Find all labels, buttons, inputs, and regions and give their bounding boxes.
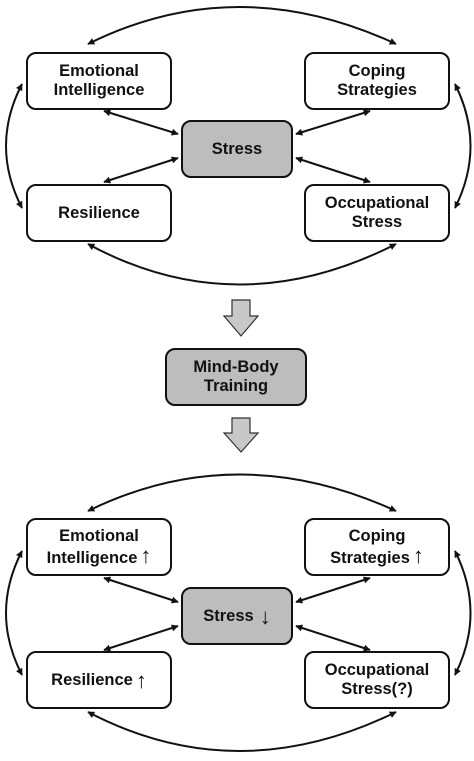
- arc-right: [454, 83, 472, 209]
- increase-arrow-icon: ↑: [135, 667, 147, 693]
- arc-bottom-2: [87, 711, 397, 752]
- spoke-cope-stress-2: [295, 576, 371, 604]
- emotional-intelligence-line1: Emotional: [59, 62, 139, 80]
- occupational-stress-after-line1: Occupational: [324, 661, 430, 679]
- emotional-intelligence-box-after: Emotional Intelligence↑: [26, 518, 172, 576]
- stress-box: Stress: [181, 120, 293, 178]
- emotional-intelligence-after-line2: Intelligence: [46, 548, 138, 567]
- stress-after-label: Stress: [203, 606, 254, 625]
- spoke-ei-stress: [103, 109, 179, 136]
- mind-body-training-box: Mind-Body Training: [165, 348, 307, 406]
- increase-arrow-icon: ↑: [412, 542, 424, 568]
- arc-top-2: [87, 473, 397, 512]
- arc-right-2: [454, 550, 472, 676]
- flow-arrow-down-1: [222, 299, 260, 337]
- occupational-stress-box-after: Occupational Stress(?): [304, 651, 450, 709]
- flow-arrow-down-2: [222, 417, 260, 453]
- coping-strategies-after-line1: Coping: [348, 526, 406, 545]
- occupational-stress-line2: Stress: [351, 213, 403, 231]
- resilience-box-after: Resilience↑: [26, 651, 172, 709]
- spoke-cope-stress: [295, 109, 371, 136]
- spoke-occ-stress-2: [295, 624, 371, 652]
- arc-top: [87, 6, 397, 45]
- mind-body-training-line1: Mind-Body: [193, 358, 279, 376]
- coping-strategies-line2: Strategies: [337, 81, 417, 99]
- spoke-res-stress-2: [103, 624, 179, 652]
- emotional-intelligence-box: Emotional Intelligence: [26, 52, 172, 110]
- occupational-stress-box: Occupational Stress: [304, 184, 450, 242]
- resilience-after-label: Resilience: [51, 670, 133, 689]
- decrease-arrow-icon: ↓: [259, 603, 271, 629]
- spoke-ei-stress-2: [103, 576, 179, 604]
- resilience-label: Resilience: [58, 203, 140, 222]
- coping-strategies-after-line2: Strategies: [330, 548, 410, 567]
- occupational-stress-line1: Occupational: [324, 194, 430, 212]
- arc-left: [5, 83, 23, 209]
- emotional-intelligence-after-line1: Emotional: [59, 526, 139, 545]
- spoke-occ-stress: [295, 156, 371, 184]
- emotional-intelligence-line2: Intelligence: [53, 81, 145, 99]
- resilience-box: Resilience: [26, 184, 172, 242]
- arc-bottom: [87, 243, 397, 286]
- stress-label: Stress: [211, 139, 263, 158]
- increase-arrow-icon: ↑: [140, 542, 152, 568]
- spoke-res-stress: [103, 156, 179, 184]
- arc-left-2: [5, 550, 23, 676]
- coping-strategies-box-after: Coping Strategies↑: [304, 518, 450, 576]
- mind-body-training-line2: Training: [203, 377, 269, 395]
- coping-strategies-box: Coping Strategies: [304, 52, 450, 110]
- occupational-stress-after-line2: Stress(?): [341, 680, 413, 698]
- coping-strategies-line1: Coping: [348, 62, 406, 80]
- stress-box-after: Stress ↓: [181, 587, 293, 645]
